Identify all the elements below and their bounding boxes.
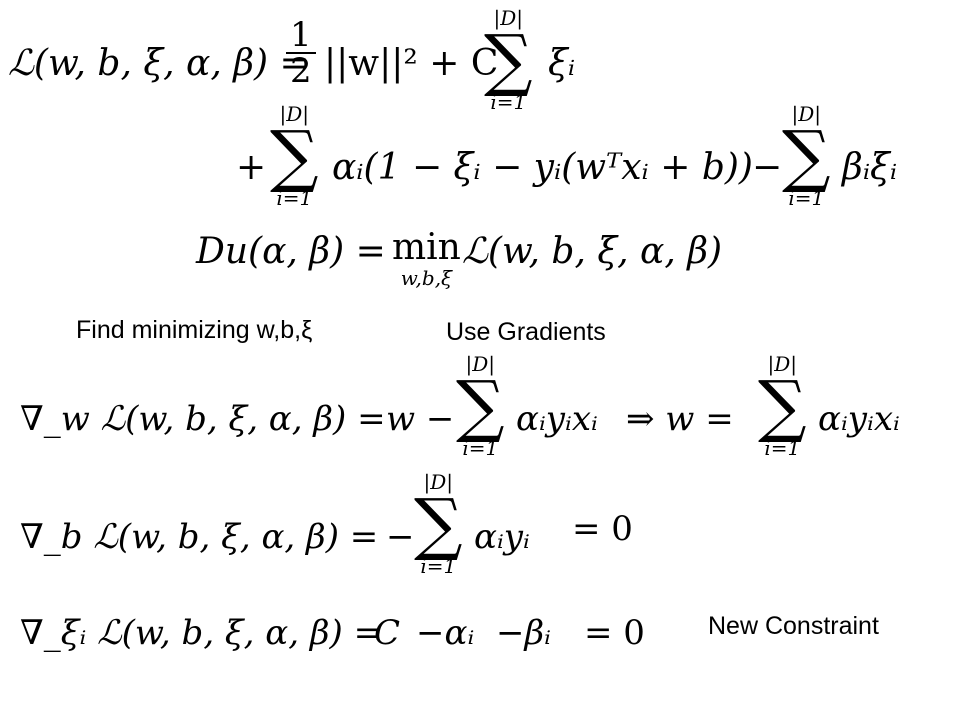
gradient-xi-alpha: −αᵢ (416, 613, 475, 653)
sum-lower-limit: i=1 (788, 186, 825, 210)
gradient-w-sum2-body: αᵢyᵢxᵢ (818, 399, 900, 439)
gradient-xi-equals-zero: = 0 (584, 613, 645, 653)
gradient-w-lhs: ∇_w ℒ(w, b, ξ, α, β) = (20, 399, 386, 439)
summation-1: |D| ∑ i=1 (484, 8, 533, 114)
implies-w: ⇒ w = (626, 399, 734, 439)
summation-grad-b: |D| ∑ i=1 (414, 472, 463, 578)
min-operator: min w,b,ξ (392, 227, 461, 290)
lagrangian-lhs: ℒ(w, b, ξ, α, β) = (8, 43, 310, 84)
sigma-symbol: ∑ (270, 117, 319, 196)
sum-upper-limit: |D| (279, 102, 310, 126)
summation-3: |D| ∑ i=1 (782, 104, 831, 210)
summation-2: |D| ∑ i=1 (270, 104, 319, 210)
sum-upper-limit: |D| (493, 6, 524, 30)
sigma-symbol: ∑ (456, 367, 505, 446)
dual-lhs: Du(α, β) = (196, 231, 386, 272)
fraction-numerator: 1 (286, 18, 316, 54)
sum-lower-limit: i=1 (490, 90, 527, 114)
sum-upper-limit: |D| (791, 102, 822, 126)
sum-upper-limit: |D| (423, 470, 454, 494)
sum-upper-limit: |D| (465, 352, 496, 376)
gradient-w-term: w − (386, 399, 455, 439)
find-minimizing-label: Find minimizing w,b,ξ (76, 316, 313, 344)
gradient-xi-beta: −βᵢ (496, 613, 551, 653)
summation-grad-w-2: |D| ∑ i=1 (758, 354, 807, 460)
xi-i-term: ξᵢ (548, 43, 576, 84)
sum-lower-limit: i=1 (462, 436, 499, 460)
plus-sign: + (236, 147, 267, 188)
minus-sign: − (752, 147, 783, 188)
fraction-denominator: 2 (290, 51, 312, 91)
norm-term: ||w||² + C (324, 43, 499, 84)
sigma-symbol: ∑ (782, 117, 831, 196)
gradient-b-body: αᵢyᵢ (474, 517, 530, 557)
gradient-b-lhs: ∇_b ℒ(w, b, ξ, α, β) = (20, 517, 379, 557)
min-subscript: w,b,ξ (400, 266, 453, 290)
one-half-fraction: 1 2 (286, 18, 316, 88)
gradient-xi-c: C (374, 613, 401, 653)
gradient-xi-lhs: ∇_ξᵢ ℒ(w, b, ξ, α, β) = (20, 613, 383, 653)
gradient-b-equals-zero: = 0 (572, 509, 633, 549)
sum-lower-limit: i=1 (764, 436, 801, 460)
new-constraint-label: New Constraint (708, 612, 879, 640)
line2-body: αᵢ(1 − ξᵢ − yᵢ(wᵀxᵢ + b)) (332, 147, 753, 188)
min-label: min (392, 227, 461, 268)
summation-grad-w: |D| ∑ i=1 (456, 354, 505, 460)
sum-upper-limit: |D| (767, 352, 798, 376)
gradient-w-sum-body: αᵢyᵢxᵢ (516, 399, 598, 439)
sum-lower-limit: i=1 (276, 186, 313, 210)
sum-lower-limit: i=1 (420, 554, 457, 578)
gradient-b-minus: − (386, 517, 415, 557)
sigma-symbol: ∑ (484, 21, 533, 100)
dual-rhs: ℒ(w, b, ξ, α, β) (462, 231, 723, 272)
use-gradients-label: Use Gradients (446, 318, 606, 346)
sigma-symbol: ∑ (758, 367, 807, 446)
line2-tail: βᵢξᵢ (842, 147, 898, 188)
sigma-symbol: ∑ (414, 485, 463, 564)
